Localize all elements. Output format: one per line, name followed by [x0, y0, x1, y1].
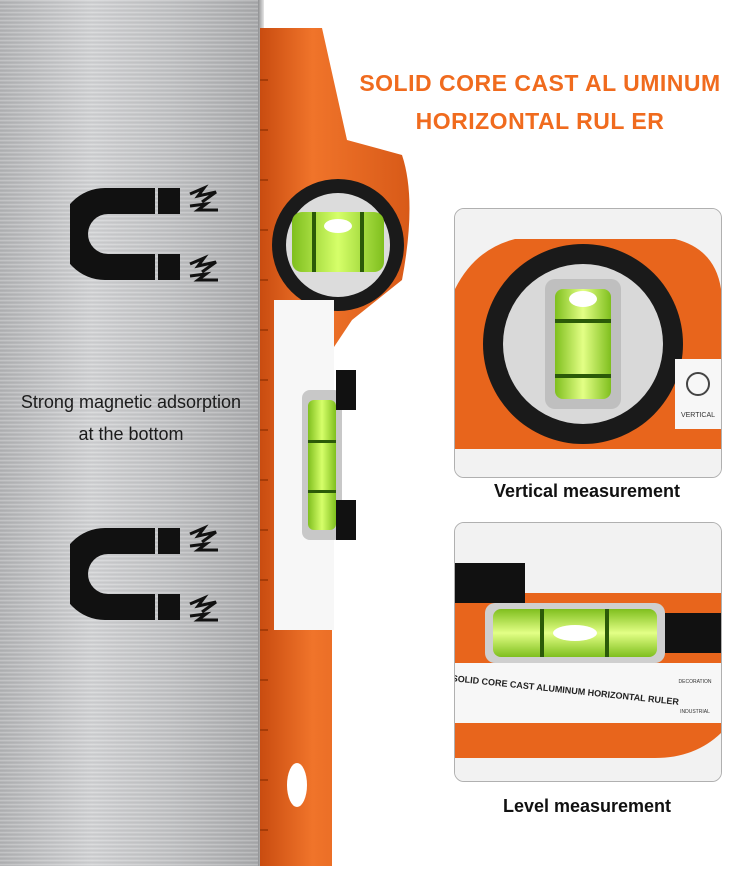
- product-title-line1: SOLID CORE CAST AL UMINUM: [359, 70, 721, 96]
- torpedo-level: [252, 20, 442, 866]
- vertical-closeup-image: VERTICAL: [454, 208, 722, 478]
- magnet-caption-line2: at the bottom: [78, 424, 184, 444]
- product-title-line2: HORIZONTAL RUL ER: [415, 108, 665, 134]
- level-measurement-caption: Level measurement: [502, 796, 672, 816]
- level-closeup-image: SOLID CORE CAST ALUMINUM HORIZONTAL RULE…: [454, 522, 722, 782]
- magnet-caption-line1: Strong magnetic adsorption: [20, 392, 242, 412]
- magnet-icon: [59, 180, 240, 290]
- industrial-icon-label: INDUSTRIAL: [680, 709, 710, 715]
- magnet-icon: [59, 520, 240, 630]
- vertical-icon-label: VERTICAL: [681, 412, 715, 419]
- vertical-measurement-caption: Vertical measurement: [493, 481, 681, 501]
- steel-surface: [0, 0, 262, 866]
- decoration-icon-label: DECORATION: [679, 679, 712, 685]
